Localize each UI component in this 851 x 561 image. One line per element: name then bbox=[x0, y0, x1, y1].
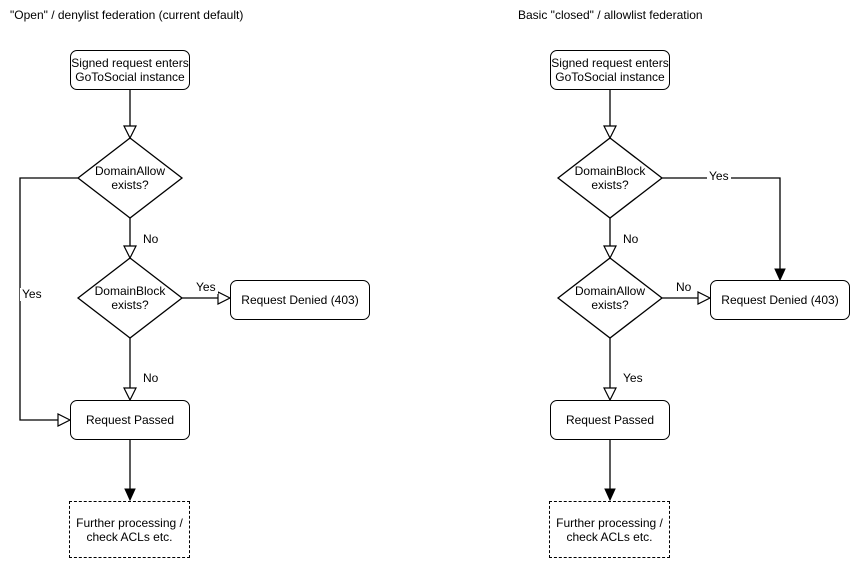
diagram-title-right: Basic "closed" / allowlist federation bbox=[518, 8, 703, 22]
left-edge-label-no-1: No bbox=[141, 232, 161, 246]
arrowhead-open-icon bbox=[123, 387, 137, 402]
left-start-node: Signed request enters GoToSocial instanc… bbox=[70, 50, 190, 90]
right-decision1-label: DomainBlock exists? bbox=[574, 164, 646, 192]
right-edge-label-yes-1: Yes bbox=[707, 169, 731, 183]
right-edge-label-yes-2: Yes bbox=[621, 371, 645, 385]
arrowhead-open-icon bbox=[57, 413, 72, 427]
left-decision1-label: DomainAllow exists? bbox=[94, 164, 166, 192]
left-denied-node: Request Denied (403) bbox=[230, 280, 370, 320]
arrowhead-open-icon bbox=[603, 125, 617, 140]
right-further-processing-node: Further processing / check ACLs etc. bbox=[549, 501, 670, 558]
left-edge-label-yes-loop: Yes bbox=[20, 287, 44, 301]
arrowhead-open-icon bbox=[603, 387, 617, 402]
right-edge-label-no-2: No bbox=[674, 280, 694, 294]
diagram-title-left: "Open" / denylist federation (current de… bbox=[10, 8, 244, 22]
right-denied-node: Request Denied (403) bbox=[710, 280, 850, 320]
right-edge-label-no-1: No bbox=[621, 232, 641, 246]
left-edge-label-yes-2: Yes bbox=[194, 280, 218, 294]
left-further-processing-node: Further processing / check ACLs etc. bbox=[69, 501, 190, 558]
arrowhead-open-icon bbox=[123, 125, 137, 140]
arrowhead-open-icon bbox=[217, 291, 232, 305]
right-decision2-label: DomainAllow exists? bbox=[574, 284, 646, 312]
arrowhead-open-icon bbox=[123, 245, 137, 260]
right-passed-node: Request Passed bbox=[550, 400, 670, 440]
left-decision2-label: DomainBlock exists? bbox=[94, 284, 166, 312]
right-edge-decision1-yes bbox=[662, 177, 781, 269]
arrowhead-filled-icon bbox=[124, 488, 136, 502]
arrowhead-filled-icon bbox=[774, 268, 786, 282]
right-start-node: Signed request enters GoToSocial instanc… bbox=[550, 50, 670, 90]
arrowhead-filled-icon bbox=[604, 488, 616, 502]
arrowhead-open-icon bbox=[603, 245, 617, 260]
arrowhead-open-icon bbox=[697, 291, 712, 305]
left-edge-label-no-2: No bbox=[141, 371, 161, 385]
left-passed-node: Request Passed bbox=[70, 400, 190, 440]
